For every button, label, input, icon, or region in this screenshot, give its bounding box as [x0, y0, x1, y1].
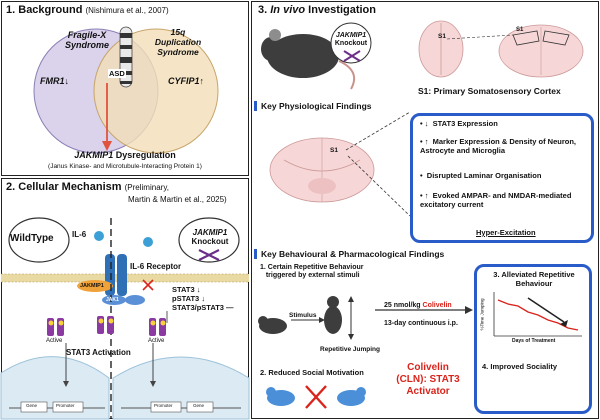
brain-coronal-large [269, 111, 411, 217]
finding-markers: • ↑ Marker Expression & Density of Neuro… [420, 137, 577, 155]
phys-findings-header: Key Physiological Findings [254, 101, 372, 111]
s1-tag-coronal: S1 [516, 27, 524, 33]
jakmip1-dysregulation: JAKMIP1 Dysregulation [74, 150, 176, 160]
s1-tag-large: S1 [330, 147, 338, 154]
stat3-change: STAT3 ↓ pSTAT3 ↓ STAT3/pSTAT3 — [172, 285, 234, 312]
nucleus-right [112, 356, 250, 420]
finding-stat3: • ↓ STAT3 Expression [420, 119, 498, 128]
dose-label: 25 nmol/kg Colivelin [384, 302, 452, 309]
treatment-results-box [474, 264, 592, 414]
cell-diagram [0, 217, 250, 420]
colivelin-label: Colivelin (CLN): STAT3 Activator [396, 362, 460, 397]
fragile-x-label: Fragile-X Syndrome [64, 30, 109, 50]
panel1-citation: (Nishimura et al., 2007) [85, 6, 169, 15]
jumping-graph [493, 292, 582, 337]
cortex-caption: S1: Primary Somatosensory Cortex [418, 86, 561, 96]
b2-label: 2. Reduced Social Motivation [260, 368, 364, 377]
jakmip1-fullname: (Janus Kinase- and Microtubule-Interacti… [48, 163, 202, 170]
phys-findings-box [410, 113, 594, 243]
knockout-mouse [267, 34, 339, 78]
active-label-right: Active [148, 338, 165, 344]
mouse-knockout-label: JAKMIP1 Knockout [334, 32, 368, 47]
panel3-title: 3. In vivo Investigation [258, 4, 376, 16]
graph-ylabel: %Time Jumping [479, 298, 485, 331]
wildtype-label: WildType [10, 233, 54, 244]
panel2-citation: Martin & Martin et al., 2025) [128, 195, 227, 204]
mouse-and-brain [261, 20, 584, 90]
stat3-activation-label: STAT3 Activation [66, 348, 131, 357]
jak1-tag: JAK1 [106, 297, 119, 303]
jakmip1-protein [77, 280, 113, 292]
gene-box-right: Gene [193, 403, 205, 408]
knockout-badge-label: JAKMIP1 Knockout [191, 228, 229, 246]
asd-label: ASD [108, 69, 126, 78]
il6-molecule [94, 231, 104, 241]
stimulus-label: Stimulus [289, 312, 317, 319]
behav-findings-header: Key Behavioural & Pharmacological Findin… [254, 249, 444, 259]
finding-ampar: • ↑ Evoked AMPAR- and NMDAR-mediated exc… [420, 191, 572, 209]
promoter-box-right: Promoter [154, 403, 173, 408]
s1-tag-top: S1 [438, 33, 446, 40]
promoter-box-left: Promoter [56, 403, 75, 408]
panel2-title: 2. Cellular Mechanism (Preliminary, [6, 181, 169, 193]
dup15q-label: 15q Duplication Syndrome [154, 27, 202, 57]
finding-laminar: • Disrupted Laminar Organisation [420, 171, 542, 180]
fmr1-gene: FMR1↓ [40, 76, 69, 86]
schedule-label: 13-day continuous i.p. [384, 320, 458, 327]
b4-label: 4. Improved Sociality [482, 362, 558, 371]
b3-label: 3. Alleviated Repetitive Behaviour [493, 270, 575, 288]
repetitive-jumping-label: Repetitive Jumping [320, 346, 380, 353]
gene-box-left: Gene [26, 403, 38, 408]
b1-label: 1. Certain Repetitive Behaviour triggere… [260, 264, 364, 279]
jakmip1-tag: JAKMIP1 [80, 283, 104, 289]
panel1-title: 1. Background (Nishimura et al., 2007) [6, 4, 169, 16]
cyfip1-gene: CYFIP1↑ [168, 76, 205, 86]
active-label-left: Active [46, 338, 63, 344]
il6-receptor-label: IL-6 Receptor [130, 262, 182, 271]
graph-xlabel: Days of Treatment [512, 338, 556, 344]
il6-label: IL-6 [72, 230, 87, 239]
jak1-protein [102, 295, 126, 305]
hyper-excitation: Hyper-Excitation [476, 228, 536, 237]
